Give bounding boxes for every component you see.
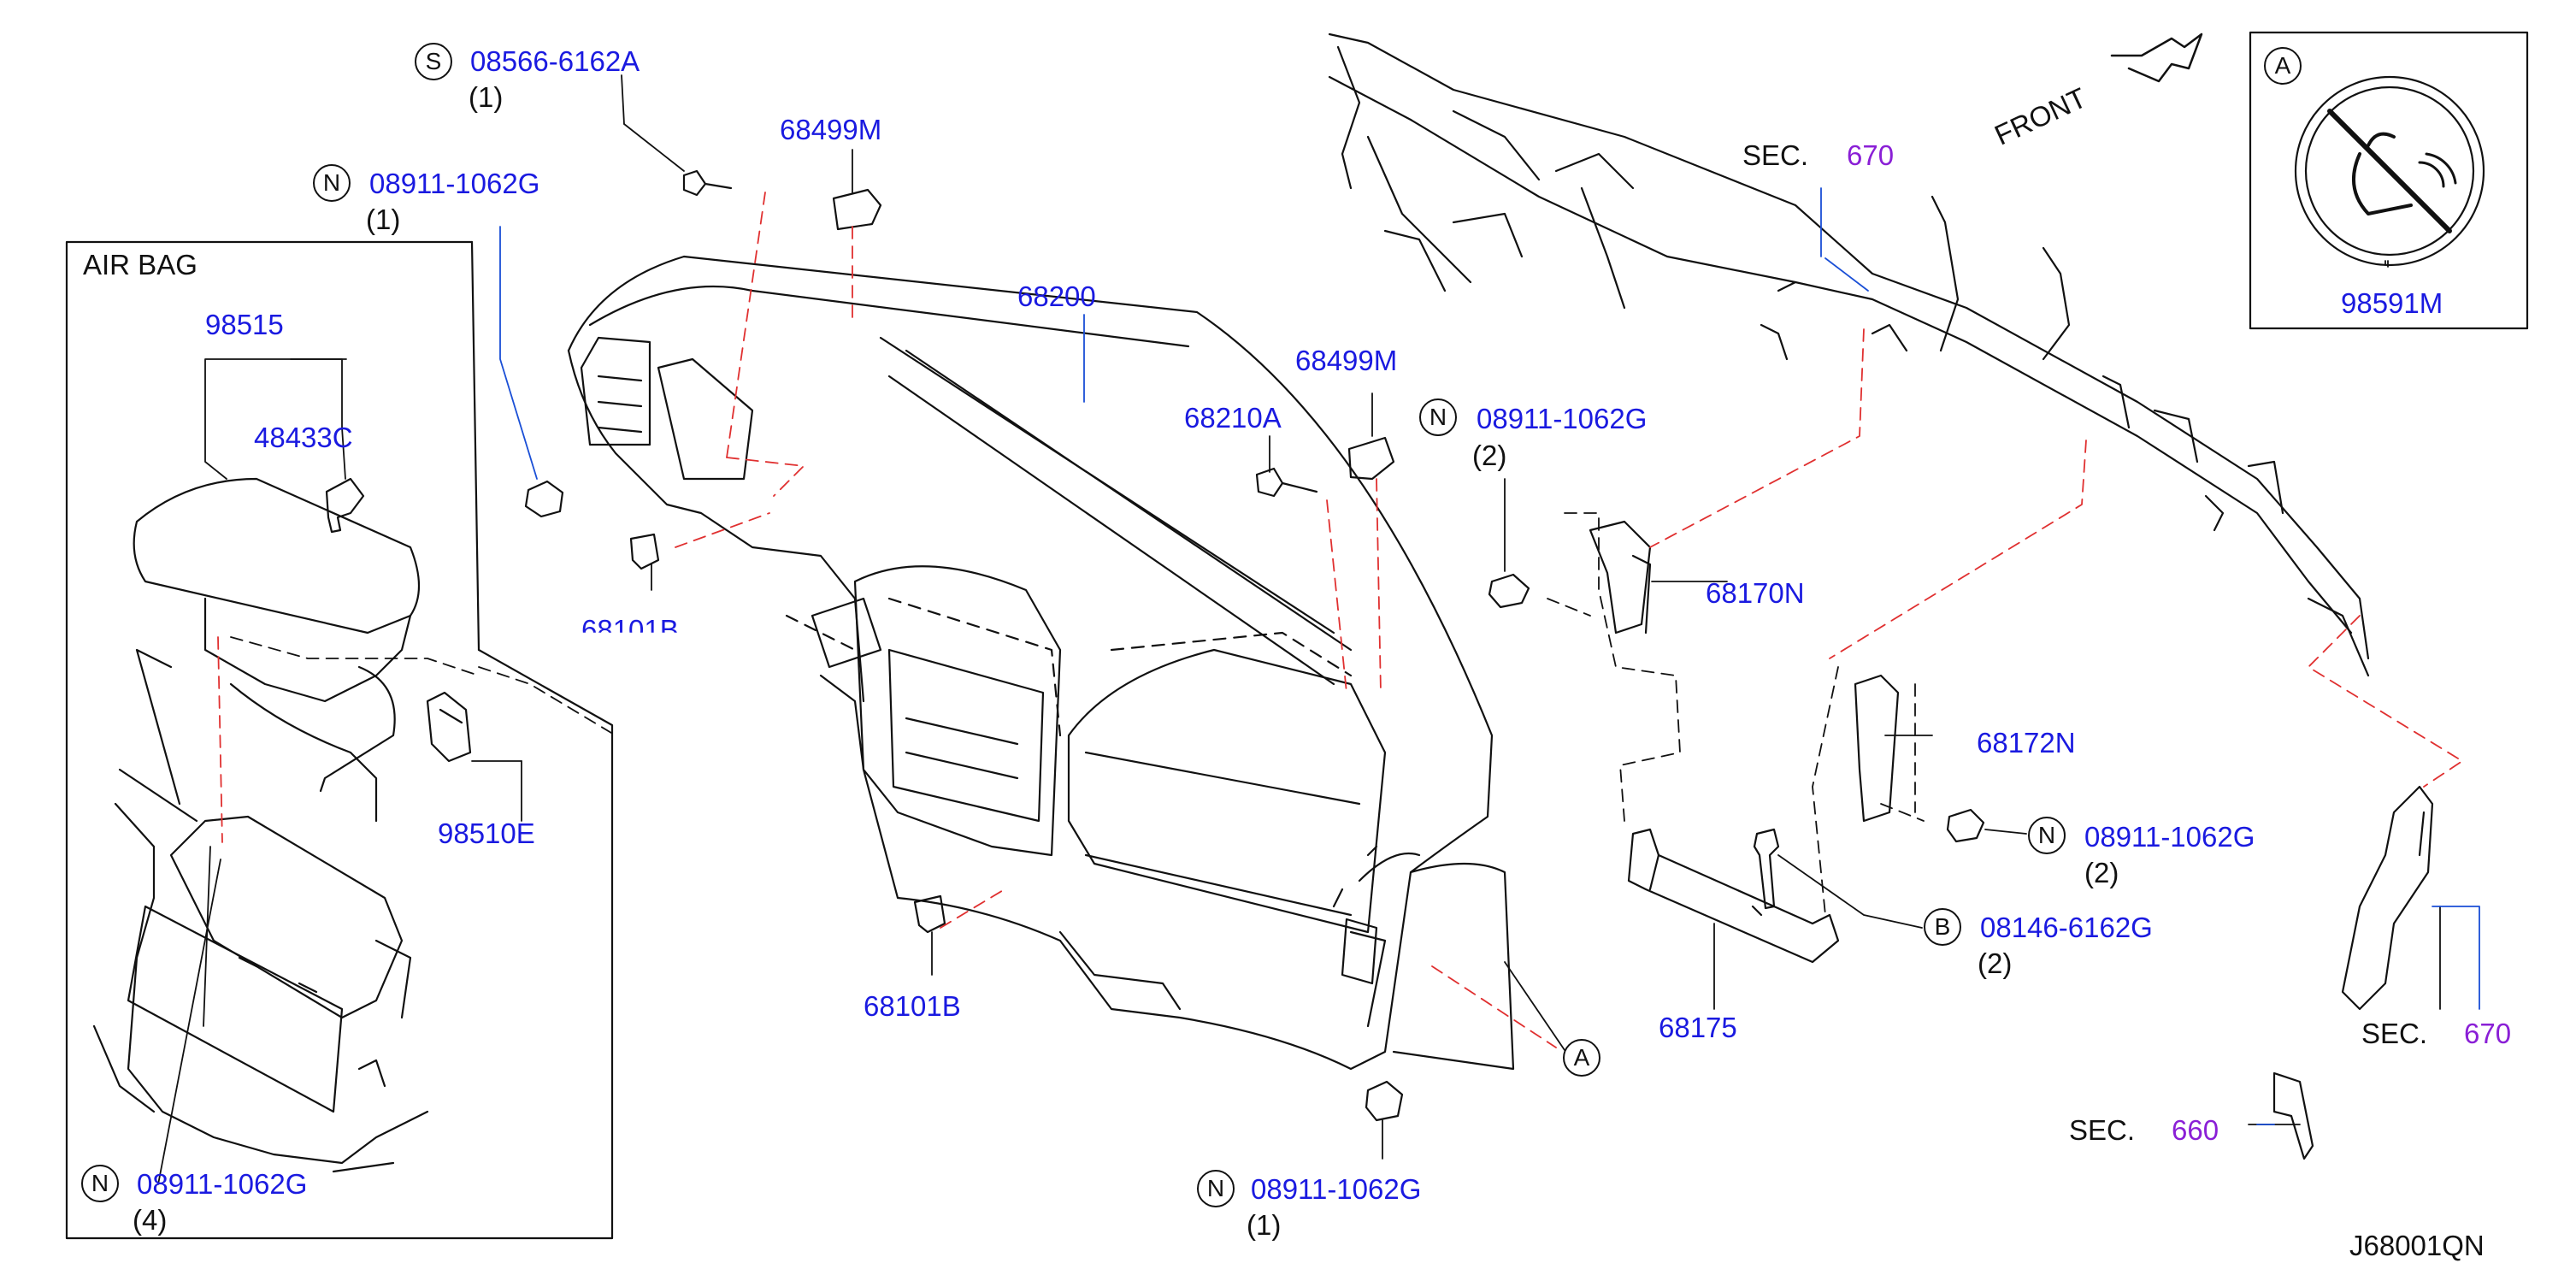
section-670-bracket [2341, 785, 2434, 1011]
inset-a-frame [2249, 31, 2529, 330]
qty-08911-1062g-top: (1) [366, 204, 401, 235]
fastener-icons [325, 169, 1985, 1122]
badge-a-inset: A [2264, 47, 2302, 85]
part-08146-6162g[interactable]: 08146-6162G [1980, 912, 2153, 943]
part-68210a[interactable]: 68210A [1184, 402, 1282, 434]
part-08911-1062g-inset[interactable]: 08911-1062G [137, 1168, 308, 1200]
badge-n-right-b: N [2028, 817, 2066, 854]
sec-670-right-label: SEC. [2361, 1018, 2428, 1049]
part-68200[interactable]: 68200 [1017, 280, 1096, 312]
part-48433c[interactable]: 48433C [254, 422, 353, 453]
qty-08146-6162g: (2) [1978, 947, 2013, 979]
leader-lines-blue [499, 187, 2480, 1125]
qty-08911-1062g-right: (2) [1472, 440, 1507, 471]
dashboard-hidden-lines [785, 597, 1353, 737]
badge-b: B [1924, 908, 1961, 946]
diagram-code: J68001QN [2349, 1230, 2485, 1261]
airbag-inset-title: AIR BAG [83, 249, 197, 280]
part-68499m-top[interactable]: 68499M [780, 114, 882, 145]
airbag-warning-label-icon [2294, 75, 2485, 267]
part-68170n[interactable]: 68170N [1706, 577, 1805, 609]
badge-n-bottom: N [1197, 1170, 1235, 1207]
part-08911-1062g-top[interactable]: 08911-1062G [369, 168, 540, 199]
part-08566-6162a[interactable]: 08566-6162A [470, 45, 640, 77]
qty-08566-6162a: (1) [469, 81, 504, 113]
part-68499m-mid[interactable]: 68499M [1295, 345, 1398, 376]
badge-n-top: N [313, 164, 351, 202]
inset-dash-section [92, 682, 429, 1173]
bracket-68175 [1627, 828, 1840, 964]
dashboard-panel [567, 255, 1515, 1071]
sec-670-top-label: SEC. [1742, 139, 1809, 171]
sec-660-label: SEC. [2069, 1114, 2136, 1146]
bracket-68170n [1589, 520, 1652, 634]
badge-n-inset: N [81, 1165, 119, 1202]
badge-s: S [415, 43, 452, 80]
steering-member-frame [1328, 32, 2370, 677]
sec-670-top-num[interactable]: 670 [1847, 139, 1895, 171]
part-08911-1062g-right-b[interactable]: 08911-1062G [2084, 821, 2255, 853]
part-68172n[interactable]: 68172N [1977, 727, 2076, 758]
bracket-68172n [1854, 674, 1900, 823]
airbag-module [133, 477, 421, 806]
part-98591m[interactable]: 98591M [2341, 287, 2443, 319]
part-98515[interactable]: 98515 [205, 309, 284, 340]
airbag-inset-frame [65, 240, 614, 1240]
front-arrow-icon [2110, 32, 2203, 83]
section-660-bracket [2272, 1071, 2314, 1160]
qty-08911-1062g-bottom: (1) [1247, 1209, 1282, 1241]
badge-n-right: N [1419, 398, 1457, 436]
qty-08911-1062g-right-b: (2) [2084, 857, 2119, 888]
part-68101b[interactable]: 68101B [864, 990, 961, 1022]
part-68175[interactable]: 68175 [1659, 1012, 1737, 1043]
part-68101b-partial[interactable]: 68101B [581, 614, 679, 646]
badge-a-dash: A [1563, 1039, 1600, 1077]
connector-dashes [217, 192, 2463, 1048]
hidden-dashes [230, 512, 1925, 916]
part-98510e[interactable]: 98510E [438, 817, 535, 849]
part-08911-1062g-right[interactable]: 08911-1062G [1477, 403, 1648, 434]
sec-660-num[interactable]: 660 [2172, 1114, 2219, 1146]
part-08911-1062g-bottom[interactable]: 08911-1062G [1251, 1173, 1422, 1205]
qty-08911-1062g-inset: (4) [133, 1204, 168, 1236]
sec-670-right-num[interactable]: 670 [2464, 1018, 2512, 1049]
